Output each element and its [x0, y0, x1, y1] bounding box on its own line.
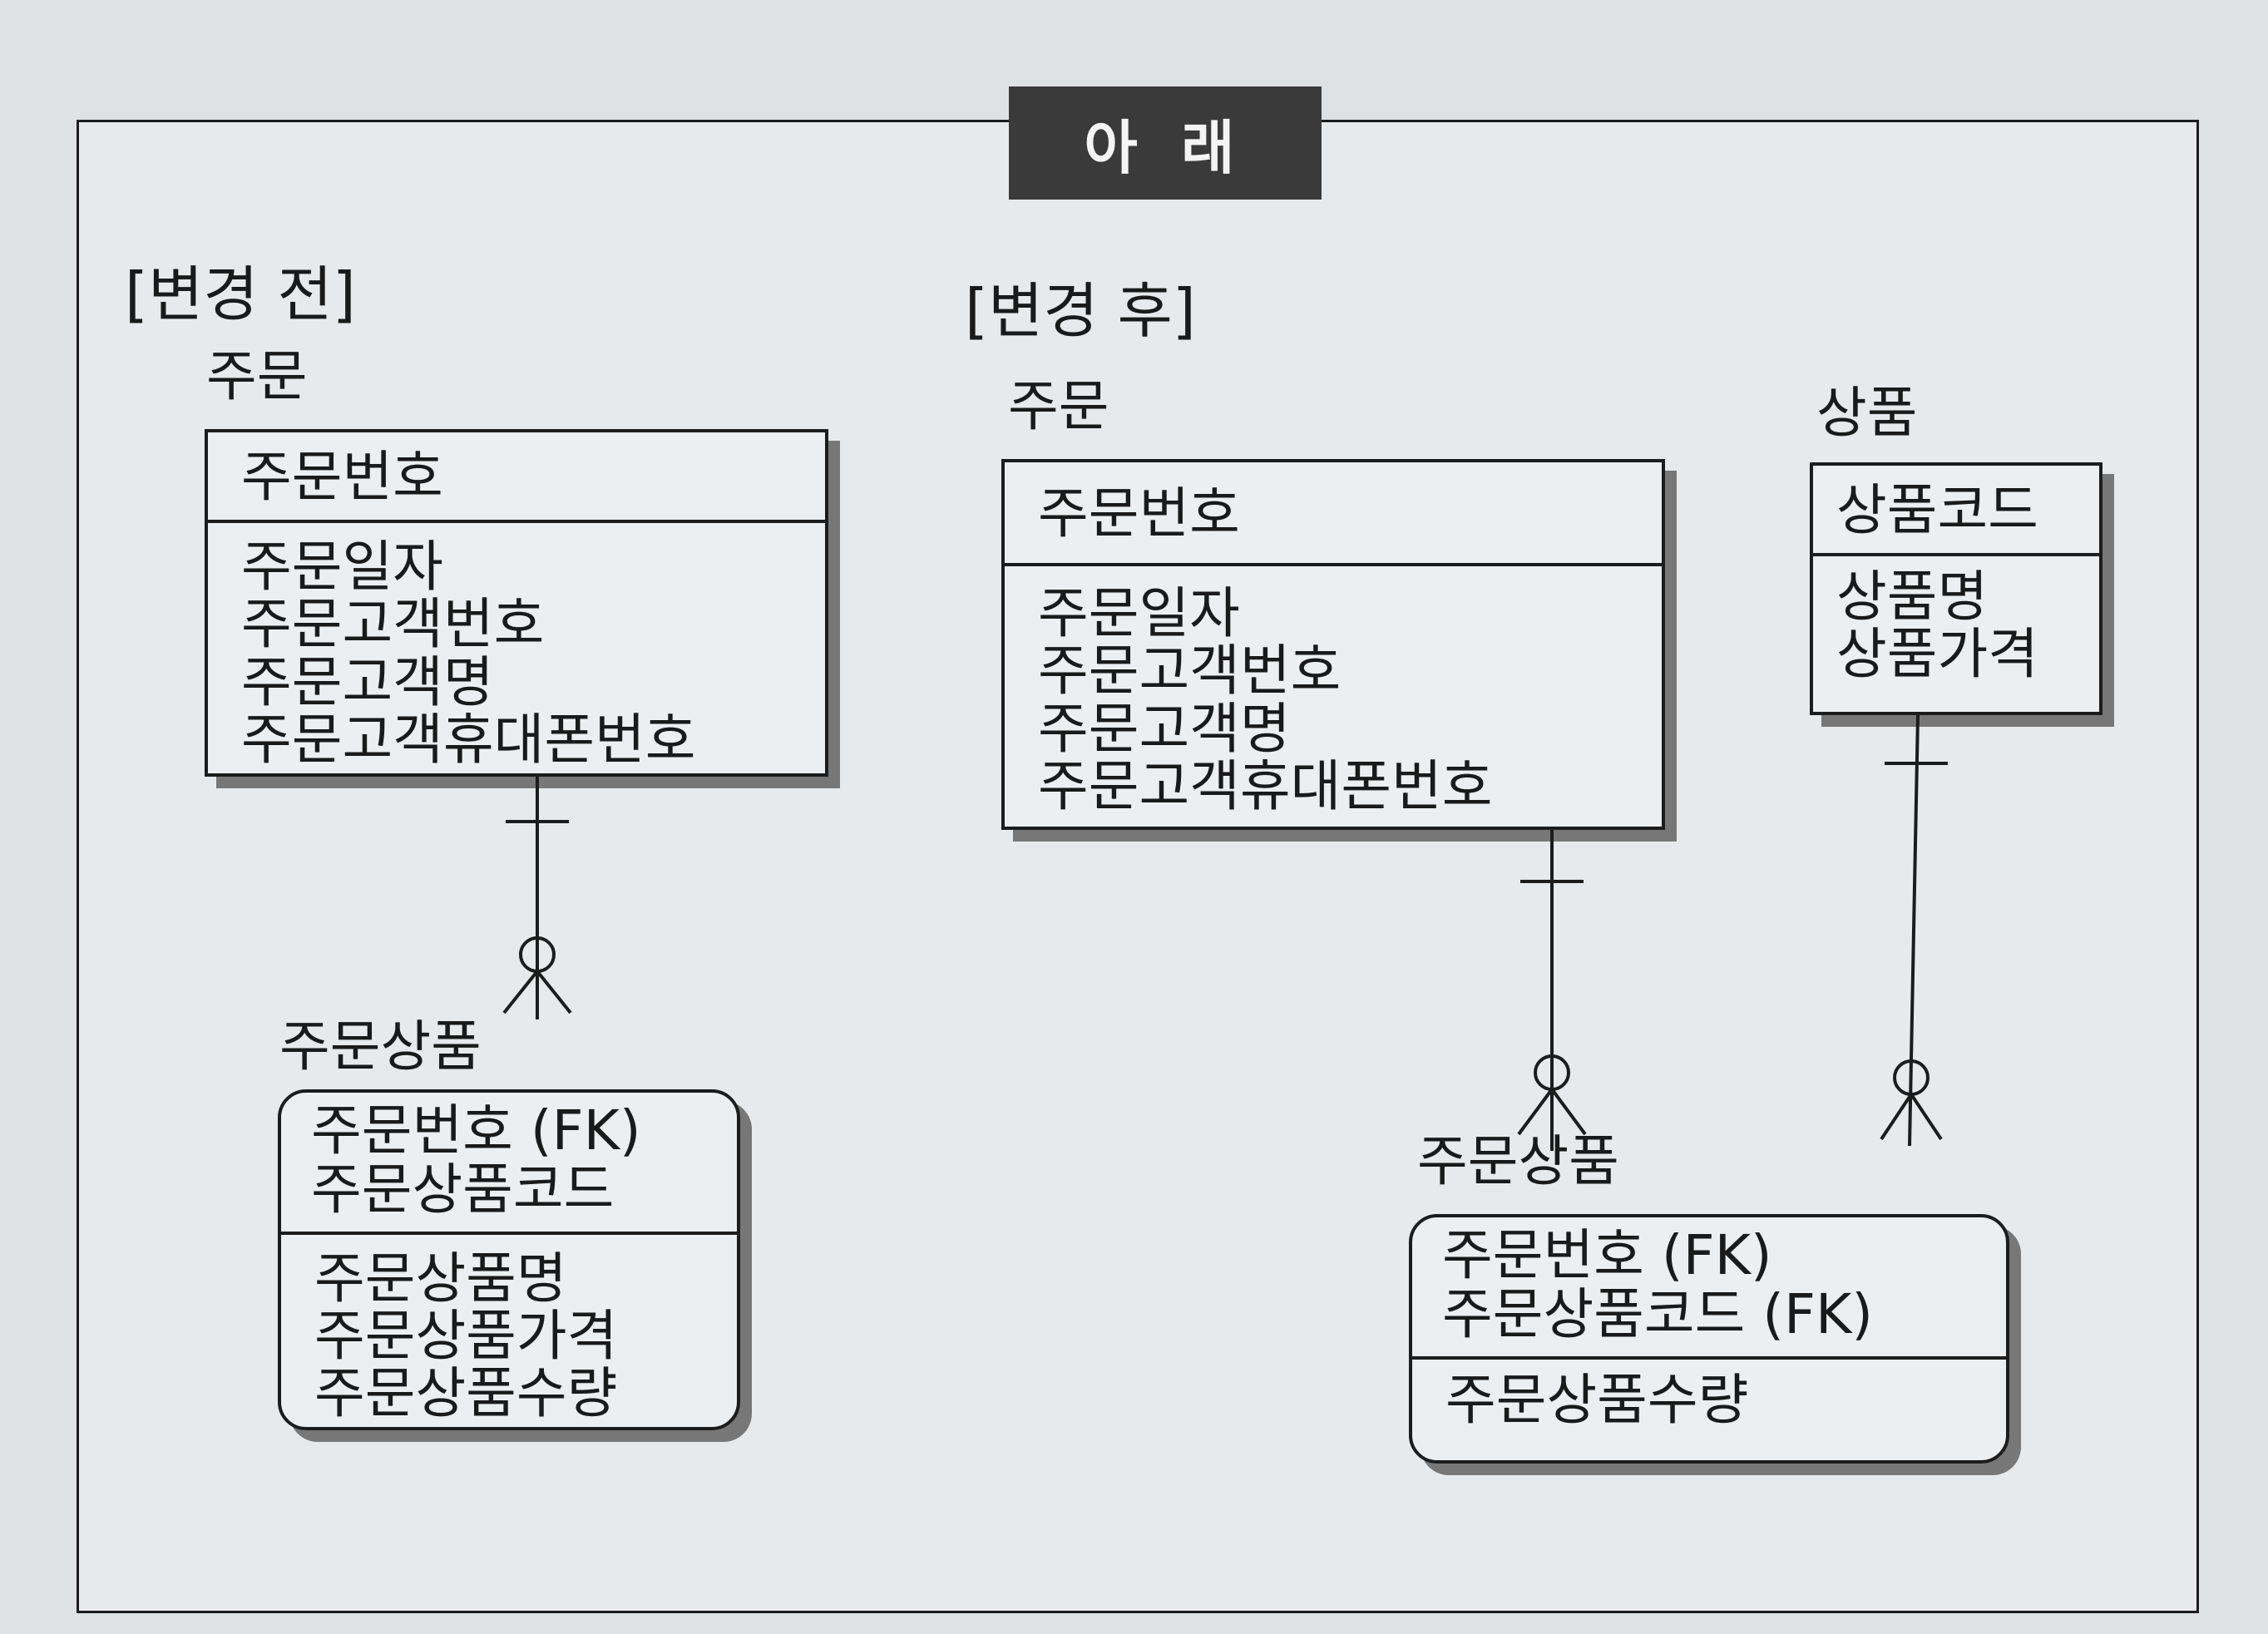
attribute: 상품명	[1836, 565, 1989, 629]
attribute: 주문고객명	[1038, 696, 1291, 761]
relationship-after-order-orderitem	[1517, 828, 1587, 1151]
after-order-item-attributes: 주문상품수량	[1412, 1360, 2006, 1444]
before-order-item-entity-name: 주문상품	[279, 1014, 482, 1079]
relationship-after-product-orderitem	[1880, 714, 1948, 1147]
attribute: 주문상품수량	[314, 1361, 618, 1426]
after-order-item-keys: 주문번호 (FK) 주문상품코드 (FK)	[1412, 1217, 2006, 1360]
before-order-entity-name: 주문	[206, 344, 308, 408]
attribute: 주문고객명	[241, 649, 494, 714]
after-product-attributes: 상품명 상품가격	[1813, 556, 2099, 699]
key-attribute: 주문번호 (FK)	[311, 1098, 641, 1163]
after-order-entity-name: 주문	[1008, 374, 1109, 438]
after-product-entity: 상품코드 상품명 상품가격	[1810, 462, 2102, 715]
key-attribute: 주문상품코드	[311, 1158, 615, 1222]
after-order-item-entity-name: 주문상품	[1417, 1129, 1619, 1193]
key-attribute: 주문상품코드 (FK)	[1442, 1282, 1874, 1347]
attribute: 주문고객휴대폰번호	[1038, 754, 1493, 819]
attribute: 주문고객번호	[1038, 639, 1342, 703]
attribute: 주문상품가격	[314, 1303, 618, 1368]
before-order-keys: 주문번호	[208, 432, 825, 524]
before-order-item-attributes: 주문상품명 주문상품가격 주문상품수량	[281, 1235, 737, 1438]
attribute: 주문상품수량	[1445, 1367, 1749, 1432]
attribute: 주문상품명	[314, 1246, 567, 1311]
attribute: 주문일자	[1038, 581, 1240, 646]
before-order-attributes: 주문일자 주문고객번호 주문고객명 주문고객휴대폰번호	[208, 523, 825, 783]
after-order-attributes: 주문일자 주문고객번호 주문고객명 주문고객휴대폰번호	[1005, 566, 1662, 830]
before-order-item-entity: 주문번호 (FK) 주문상품코드 주문상품명 주문상품가격 주문상품수량	[278, 1089, 740, 1430]
after-order-entity: 주문번호 주문일자 주문고객번호 주문고객명 주문고객휴대폰번호	[1001, 459, 1665, 830]
before-section-label: [변경 전]	[125, 259, 356, 329]
attribute: 상품가격	[1836, 622, 2038, 687]
relationship-before-order-orderitem	[502, 773, 572, 1019]
after-order-keys: 주문번호	[1005, 462, 1662, 567]
after-order-item-entity: 주문번호 (FK) 주문상품코드 (FK) 주문상품수량	[1409, 1214, 2009, 1464]
attribute: 주문일자	[241, 535, 443, 600]
attribute: 주문고객휴대폰번호	[241, 708, 696, 773]
after-product-keys: 상품코드	[1813, 466, 2099, 557]
before-order-item-keys: 주문번호 (FK) 주문상품코드	[281, 1093, 737, 1235]
before-order-entity: 주문번호 주문일자 주문고객번호 주문고객명 주문고객휴대폰번호	[205, 429, 828, 777]
key-attribute: 주문번호	[1038, 481, 1240, 545]
key-attribute: 상품코드	[1836, 478, 2038, 542]
key-attribute: 주문번호	[241, 445, 443, 509]
after-section-label: [변경 후]	[965, 276, 1196, 346]
key-attribute: 주문번호 (FK)	[1442, 1223, 1772, 1287]
attribute: 주문고객번호	[241, 592, 545, 657]
after-product-entity-name: 상품	[1816, 381, 1918, 445]
diagram-title: 아 래	[1009, 86, 1322, 200]
